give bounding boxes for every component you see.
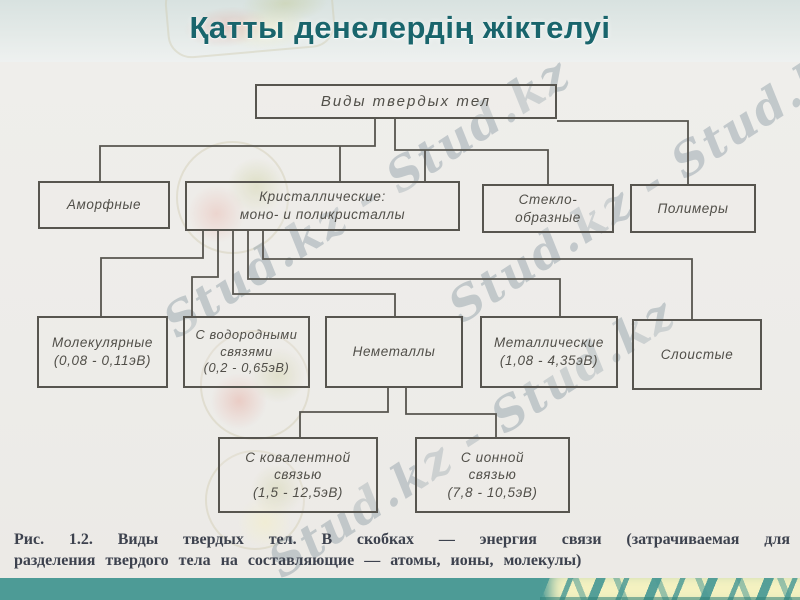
figure-caption: Рис. 1.2. Виды твердых тел. В скобках — … <box>14 529 790 571</box>
node-label: (0,2 - 0,65эВ) <box>203 360 290 376</box>
node-polymers: Полимеры <box>630 184 756 233</box>
caption-line: разделения твердого тела на составляющие… <box>14 552 582 569</box>
node-molecular: Молекулярные (0,08 - 0,11эВ) <box>37 316 168 388</box>
node-amorphous: Аморфные <box>38 181 170 229</box>
node-root: Виды твердых тел <box>255 84 557 119</box>
node-label: С водородными <box>195 327 298 343</box>
node-label: С ионной <box>460 449 525 465</box>
node-label: моно- и поликристаллы <box>239 207 406 222</box>
logo-blob <box>200 361 279 440</box>
node-label: Полимеры <box>657 200 729 216</box>
node-label: Металлические <box>493 335 605 351</box>
node-label: Неметаллы <box>352 344 436 360</box>
node-label: Аморфные <box>66 197 142 213</box>
node-label: образные <box>515 209 581 225</box>
node-hydrogen-bonded: С водородными связями (0,2 - 0,65эВ) <box>183 316 310 388</box>
caption-line: Рис. 1.2. Виды твердых тел. В скобках — … <box>14 531 790 548</box>
node-ionic-bond: С ионной связью (7,8 - 10,5эВ) <box>415 437 570 513</box>
slide-title: Қатты денелердің жіктелуі <box>189 10 611 45</box>
node-label: (7,8 - 10,5эВ) <box>447 484 538 500</box>
node-label: связью <box>274 467 322 483</box>
bottom-bar-pattern <box>540 578 800 600</box>
node-label: связью <box>468 467 517 483</box>
logo-ring <box>204 449 306 551</box>
node-crystalline: Кристаллические: моно- и поликристаллы <box>185 181 460 231</box>
header-band <box>0 0 800 62</box>
bottom-accent-bar <box>0 578 800 600</box>
node-nonmetals: Неметаллы <box>325 316 463 388</box>
node-label: связями <box>220 343 273 359</box>
node-label: Стекло- <box>518 191 578 207</box>
node-label: Виды твердых тел <box>320 92 492 110</box>
studkz-logo-watermark <box>195 440 315 560</box>
node-glassy: Стекло- образные <box>482 184 614 233</box>
node-label: (1,08 - 4,35эВ) <box>499 353 599 368</box>
node-covalent-bond: С ковалентной связью (1,5 - 12,5эВ) <box>218 437 378 513</box>
node-label: Молекулярные <box>52 335 153 351</box>
node-metallic: Металлические (1,08 - 4,35эВ) <box>480 316 618 388</box>
logo-blob <box>240 454 313 527</box>
node-label: (1,5 - 12,5эВ) <box>252 484 344 500</box>
node-label: (0,08 - 0,11эВ) <box>53 353 152 368</box>
logo-blob <box>228 485 301 558</box>
node-layered: Слоистые <box>632 319 762 390</box>
node-label: Слоистые <box>660 346 734 362</box>
node-label: Кристаллические: <box>259 189 386 205</box>
node-label: С ковалентной <box>245 449 351 465</box>
